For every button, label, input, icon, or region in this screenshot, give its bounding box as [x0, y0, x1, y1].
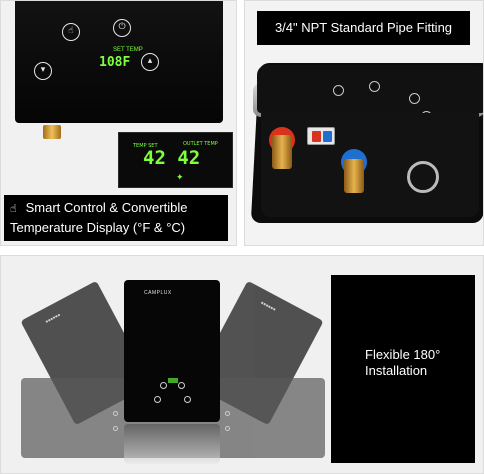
chevron-up-icon	[409, 93, 420, 104]
power-cord-clamp	[407, 161, 439, 193]
closeup-temperature-readout: 42 42	[143, 147, 201, 169]
hand-touch-icon	[333, 85, 344, 96]
display-glow	[168, 378, 178, 383]
power-icon	[369, 81, 380, 92]
cold-brass-fitting	[344, 159, 364, 193]
installation-caption-line-2: Installation	[365, 363, 428, 378]
hot-brass-fitting	[272, 135, 292, 169]
heater-reflection	[124, 424, 220, 464]
display-closeup: TEMP SET OUTLET TEMP 42 42 ✦	[118, 132, 233, 188]
heater-front-panel: ☝ ⏻ ▾ ▴ SET TEMP 108F	[15, 1, 223, 123]
installation-caption: Flexible 180° Installation	[331, 275, 475, 463]
control-panel-image: ☝ ⏻ ▾ ▴ SET TEMP 108F TEMP SET OUTLET TE…	[0, 0, 237, 246]
tap-icon: ✦	[176, 172, 184, 182]
installation-image: ■■■■■■ ■■■■■■ CAMPLUX Flexible 180° Inst…	[0, 255, 484, 474]
temp-set-label: TEMP SET	[133, 143, 158, 149]
chevron-down-icon: ▾	[34, 62, 52, 80]
hand-tap-icon: ☝	[10, 202, 17, 215]
brand-logo: CAMPLUX	[144, 290, 172, 296]
chevron-up-icon: ▴	[141, 53, 159, 71]
hand-touch-icon	[160, 382, 167, 389]
set-temp-indicator: SET TEMP	[113, 47, 143, 53]
setting-switch	[307, 127, 335, 145]
hand-touch-icon: ☝	[62, 23, 80, 41]
pipe-fitting-image: 3/4" NPT Standard Pipe Fitting	[244, 0, 484, 246]
caption-line-1: Smart Control & Convertible	[25, 200, 188, 215]
power-icon	[178, 382, 185, 389]
main-heater: CAMPLUX	[124, 280, 220, 422]
caption-line-2: Temperature Display (°F & °C)	[10, 220, 186, 235]
chevron-up-icon	[184, 396, 191, 403]
heater-bottom-connections	[261, 113, 479, 217]
smart-control-caption: ☝ Smart Control & Convertible Temperatur…	[4, 195, 228, 241]
heater-control-surface	[257, 65, 483, 122]
brass-pipe-fitting	[43, 125, 61, 139]
outlet-temp-label: OUTLET TEMP	[183, 141, 218, 147]
small-temperature-display: SET TEMP 108F	[89, 45, 149, 81]
power-icon: ⏻	[113, 19, 131, 37]
chevron-down-icon	[154, 396, 161, 403]
pipe-fitting-caption: 3/4" NPT Standard Pipe Fitting	[257, 11, 470, 45]
temperature-readout: 108F	[99, 55, 131, 70]
installation-caption-line-1: Flexible 180°	[365, 347, 441, 362]
